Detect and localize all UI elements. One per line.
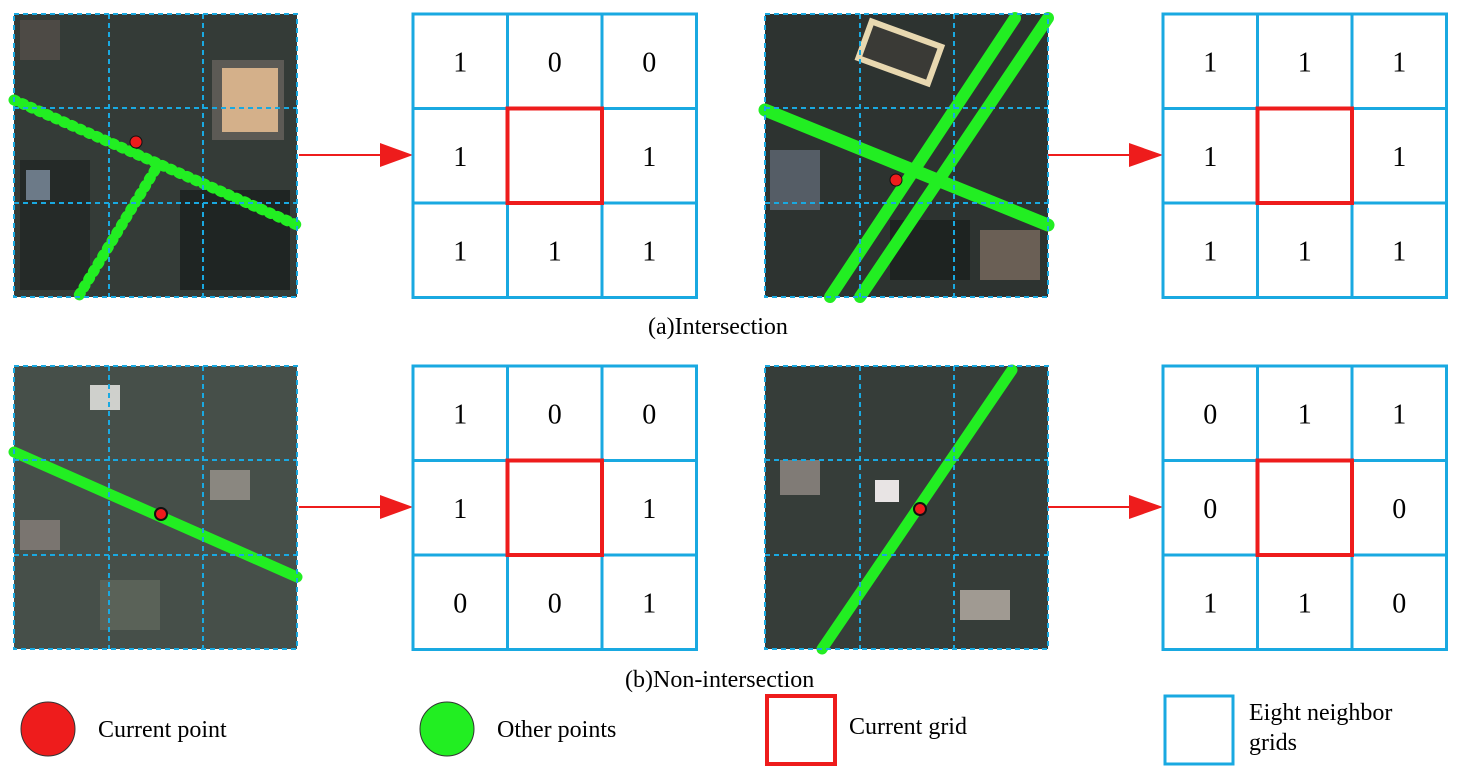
grid-cell [1350,107,1448,205]
grid-cell [1350,553,1448,651]
grid-cell-value: 0 [1392,588,1406,619]
grid-cell-value: 1 [1203,47,1217,78]
grid-cell [600,12,698,110]
neighbor-grid-a1: 1 0 0 1 1 1 1 1 [411,12,698,299]
legend-eight-neighbor-icon [1163,694,1235,766]
grid-cell-value: 1 [1392,399,1406,430]
grid-cell-value: 1 [453,399,467,430]
grid-cell [1350,12,1448,110]
satellite-image-a1 [8,13,303,303]
grid-cell-value: 1 [1298,588,1312,619]
grid-cell [1256,107,1354,205]
grid-cell-value: 0 [642,47,656,78]
grid-cell-value: 1 [1203,236,1217,267]
arrow-b2 [1048,495,1163,519]
grid-cell-value: 1 [642,494,656,525]
grid-cell-value: 0 [642,399,656,430]
grid-cell-value: 0 [548,399,562,430]
grid-cell-value: 1 [1298,47,1312,78]
current-grid-cell [1255,458,1354,557]
grid-cell [506,553,604,651]
arrow-a1 [299,143,413,167]
grid-cell [600,201,698,299]
satellite-image-a2 [758,12,1055,303]
legend-current-grid-icon [765,694,837,766]
arrow-b1 [299,495,413,519]
grid-cell-value: 1 [642,142,656,173]
legend-eight-neighbor-line2: grids [1249,730,1297,756]
current-point-b2 [913,502,927,516]
grid-cell [1256,201,1354,299]
grid-cell [600,107,698,205]
satellite-image-b1 [8,365,303,650]
grid-cell-value: 1 [453,236,467,267]
grid-cell-value: 1 [1392,236,1406,267]
grid-cell-value: 1 [548,236,562,267]
grid-cell-value: 0 [1203,399,1217,430]
arrow-a2 [1048,143,1163,167]
legend-current-grid-label: Current grid [849,714,967,740]
grid-cell [1350,201,1448,299]
current-grid-cell [505,106,604,205]
grid-cell-value: 1 [453,142,467,173]
grid-cell-value: 1 [453,494,467,525]
current-point-b1 [154,507,168,521]
grid-cell-value: 1 [1203,142,1217,173]
neighbor-grid-b2: 0 1 1 0 0 1 1 0 [1161,364,1448,651]
grid-cell-value: 1 [1392,47,1406,78]
grid-cell-value: 1 [1298,236,1312,267]
legend-other-points-icon [419,701,475,757]
grid-cell-value: 0 [1203,494,1217,525]
legend-current-point-icon [20,701,76,757]
current-point-a1 [129,135,143,149]
grid-cell [1256,459,1354,557]
grid-cell-value: 1 [453,47,467,78]
grid-cell-value: 0 [548,47,562,78]
grid-cell [411,201,509,299]
grid-cell [506,459,604,557]
grid-cell-value: 1 [1298,399,1312,430]
grid-cell-value: 1 [1392,142,1406,173]
legend-current-point-label: Current point [98,717,227,743]
grid-cell-value: 0 [453,588,467,619]
neighbor-grid-a2: 1 1 1 1 1 1 1 1 [1161,12,1448,299]
satellite-image-b2 [764,364,1049,655]
current-grid-cell [1255,106,1354,205]
neighbor-grid-b1: 1 0 0 1 1 0 0 1 [411,364,698,651]
legend-eight-neighbor-line1: Eight neighbor [1249,700,1393,726]
caption-row-a: (a)Intersection [648,314,788,340]
grid-cell [506,364,604,462]
legend-other-points-label: Other points [497,717,617,743]
grid-cell-value: 1 [642,588,656,619]
grid-cell [1161,107,1259,205]
grid-cell [506,201,604,299]
grid-cell [1350,459,1448,557]
grid-cell [506,107,604,205]
grid-cell-value: 1 [1203,588,1217,619]
grid-cell-value: 0 [1392,494,1406,525]
current-grid-cell [505,458,604,557]
grid-cell-value: 0 [548,588,562,619]
current-point-a2 [889,173,903,187]
grid-cell-value: 1 [642,236,656,267]
legend-eight-neighbor-label: Eight neighbor grids [1249,698,1392,758]
grid-cell [411,12,509,110]
caption-row-b: (b)Non-intersection [625,667,815,693]
grid-cell [600,553,698,651]
